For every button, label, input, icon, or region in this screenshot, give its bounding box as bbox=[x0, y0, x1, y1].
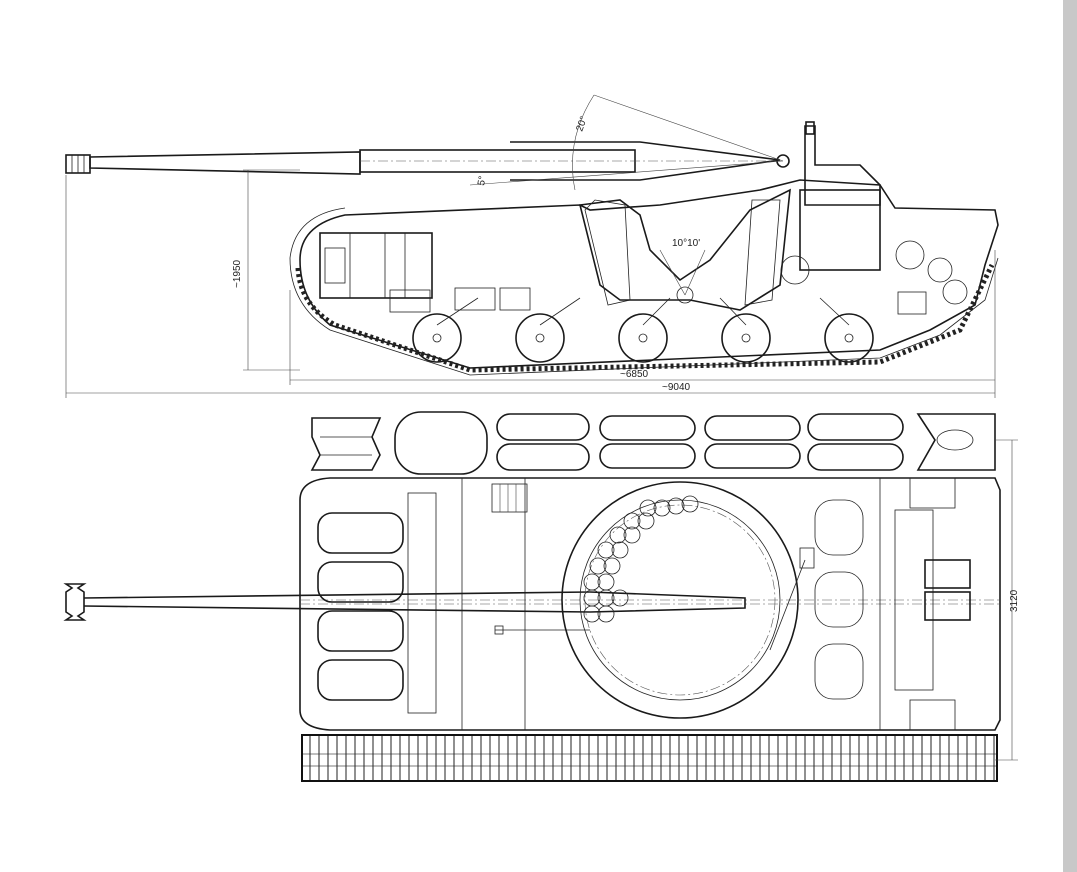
width-dimension-label: 3120 bbox=[1009, 589, 1020, 612]
sprocket-fitting bbox=[916, 413, 996, 471]
track-top bbox=[301, 734, 998, 782]
height-dimension-label: ~1950 bbox=[232, 259, 243, 288]
hull-side bbox=[289, 179, 999, 376]
track-side bbox=[295, 263, 995, 373]
spare-wheel-pack-1 bbox=[394, 411, 488, 475]
gun-barrel-top bbox=[63, 583, 746, 635]
engine-pack-top bbox=[317, 483, 528, 714]
top-view: 3120 bbox=[63, 411, 1020, 782]
road-wheels-side bbox=[412, 297, 874, 363]
crew-compartment-side: 10°10' bbox=[579, 188, 791, 311]
dimensions-top: 3120 bbox=[995, 439, 1020, 761]
elevation-arc: 20° 5° bbox=[469, 94, 784, 191]
rear-compartment-top bbox=[814, 477, 971, 731]
dimensions-side: ~1950 ~6850 ~9040 bbox=[65, 169, 996, 398]
spare-wheel-pack-3 bbox=[599, 415, 696, 469]
gun-barrel-side bbox=[65, 141, 790, 181]
rear-compartment-side bbox=[780, 189, 968, 315]
page-side-scrollbar[interactable] bbox=[1063, 0, 1077, 872]
ammo-rack-rounds bbox=[583, 495, 699, 623]
engine-block-side bbox=[319, 232, 531, 313]
spare-wheel-pack-5 bbox=[807, 413, 904, 471]
spare-wheel-pack-4 bbox=[704, 415, 801, 469]
side-view: 20° 5° bbox=[65, 94, 999, 398]
exhaust-stack bbox=[804, 125, 881, 206]
overall-length-dimension-label: ~9040 bbox=[662, 382, 691, 393]
depression-angle-label: 5° bbox=[476, 175, 488, 186]
turret-traverse-label: 10°10' bbox=[672, 238, 700, 249]
hull-top bbox=[299, 477, 1001, 731]
elevation-angle-label: 20° bbox=[574, 115, 590, 133]
turret-ring-top bbox=[561, 481, 815, 719]
spare-wheel-pack-2 bbox=[496, 413, 590, 471]
hull-length-dimension-label: ~6850 bbox=[620, 369, 649, 380]
spare-parts-top bbox=[310, 411, 996, 475]
